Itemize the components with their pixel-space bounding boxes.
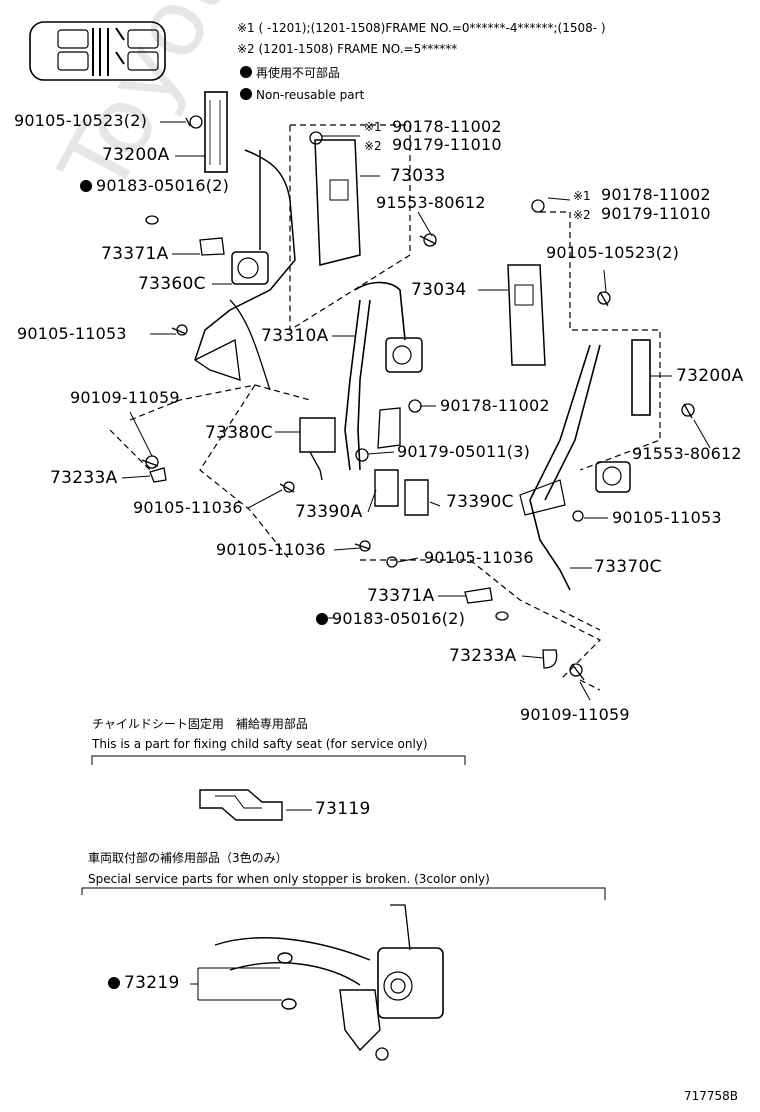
child-seat-title-jp: チャイルドシート固定用 補給専用部品	[92, 717, 308, 731]
part-73380C[interactable]: 73380C	[205, 423, 273, 443]
part-91553-80612-top[interactable]: 91553-80612	[376, 193, 486, 212]
part-73390C[interactable]: 73390C	[446, 492, 514, 512]
part-90109-11059-right[interactable]: 90109-11059	[520, 705, 630, 724]
mark-2-a: ※2	[364, 139, 382, 153]
part-73200A-right[interactable]: 73200A	[676, 366, 744, 386]
stopper-title-en: Special service parts for when only stop…	[88, 872, 490, 886]
part-90105-10523-right[interactable]: 90105-10523(2)	[546, 243, 680, 262]
part-90179-11010-top[interactable]: 90179-11010	[392, 135, 502, 154]
part-90105-11036-left[interactable]: 90105-11036	[133, 498, 243, 517]
mark-1-a: ※1	[364, 120, 382, 134]
part-73219[interactable]: 73219	[108, 975, 180, 992]
part-90178-11002-right[interactable]: 90178-11002	[601, 185, 711, 204]
part-73119[interactable]: 73119	[315, 799, 371, 819]
part-90179-05011[interactable]: 90179-05011(3)	[397, 442, 531, 461]
part-73360C[interactable]: 73360C	[138, 274, 206, 294]
vehicle-icon	[29, 21, 166, 81]
part-73310A[interactable]: 73310A	[261, 326, 329, 346]
part-90109-11059-left[interactable]: 90109-11059	[70, 388, 180, 407]
part-90178-11002-center[interactable]: 90178-11002	[440, 396, 550, 415]
part-73390A[interactable]: 73390A	[295, 502, 363, 522]
part-90178-11002-top[interactable]: 90178-11002	[392, 117, 502, 136]
part-90105-11036-lower[interactable]: 90105-11036	[216, 540, 326, 559]
part-90179-11010-right[interactable]: 90179-11010	[601, 204, 711, 223]
legend-en: Non-reusable part	[240, 88, 364, 101]
child-seat-title-en: This is a part for fixing child safty se…	[92, 737, 428, 751]
part-90183-05016-left[interactable]: 90183-05016(2)	[80, 178, 229, 194]
part-73033[interactable]: 73033	[390, 166, 446, 186]
part-73371A-left[interactable]: 73371A	[101, 244, 169, 264]
part-90105-10523-left[interactable]: 90105-10523(2)	[14, 111, 148, 130]
figure-id: 717758B	[684, 1089, 739, 1103]
part-90105-11053-left[interactable]: 90105-11053	[17, 324, 127, 343]
part-73233A-right[interactable]: 73233A	[449, 646, 517, 666]
part-91553-80612-right[interactable]: 91553-80612	[632, 444, 742, 463]
note-2: ※2 (1201-1508) FRAME NO.=5******	[237, 42, 458, 56]
legend-jp: 再使用不可部品	[240, 66, 340, 79]
part-73371A-lower[interactable]: 73371A	[367, 586, 435, 606]
mark-2-b: ※2	[573, 208, 591, 222]
part-73200A-left[interactable]: 73200A	[102, 145, 170, 165]
part-90105-11053-right[interactable]: 90105-11053	[612, 508, 722, 527]
part-73370C[interactable]: 73370C	[594, 557, 662, 577]
part-73034[interactable]: 73034	[411, 280, 467, 300]
part-73233A-left[interactable]: 73233A	[50, 468, 118, 488]
part-90105-11036-center[interactable]: 90105-11036	[424, 548, 534, 567]
part-90183-05016-lower[interactable]: 90183-05016(2)	[316, 611, 465, 627]
stopper-title-jp: 車両取付部の補修用部品（3色のみ）	[88, 851, 288, 865]
note-1: ※1 ( -1201);(1201-1508)FRAME NO.=0******…	[237, 21, 606, 35]
mark-1-b: ※1	[573, 189, 591, 203]
